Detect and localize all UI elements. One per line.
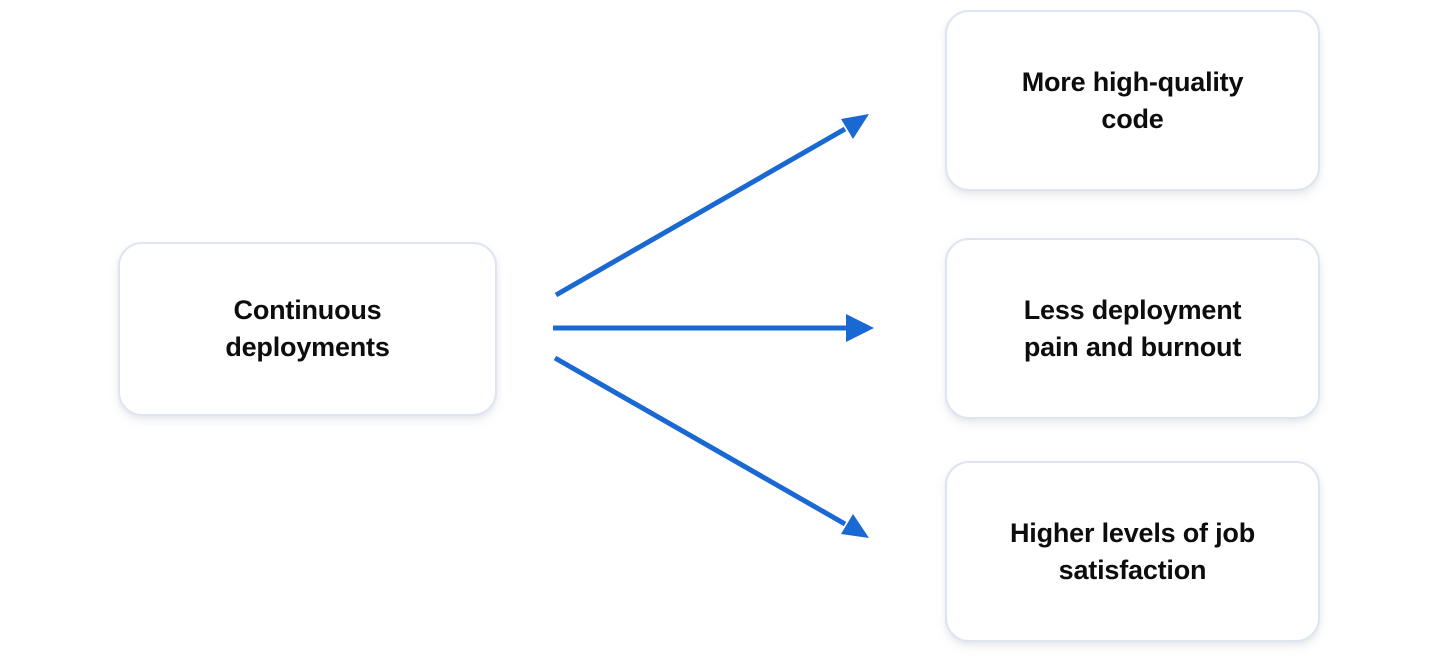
arrow-down-right-icon	[553, 355, 869, 538]
node-less-deployment-pain[interactable]: Less deployment pain and burnout	[945, 238, 1320, 419]
node-label-continuous-deployments: Continuous deployments	[225, 295, 390, 362]
node-label-higher-job-satisfaction: Higher levels of job satisfaction	[1009, 517, 1256, 585]
node-more-high-quality-code[interactable]: More high-quality code	[945, 10, 1320, 191]
node-label-less-deployment-pain: Less deployment pain and burnout	[1023, 294, 1242, 362]
node-label-more-high-quality-code: More high-quality code	[1021, 66, 1244, 134]
node-higher-job-satisfaction[interactable]: Higher levels of job satisfaction	[945, 461, 1320, 642]
node-continuous-deployments[interactable]: Continuous deployments	[118, 242, 497, 416]
arrow-right-icon	[553, 314, 874, 342]
arrow-up-right-icon	[554, 114, 869, 298]
